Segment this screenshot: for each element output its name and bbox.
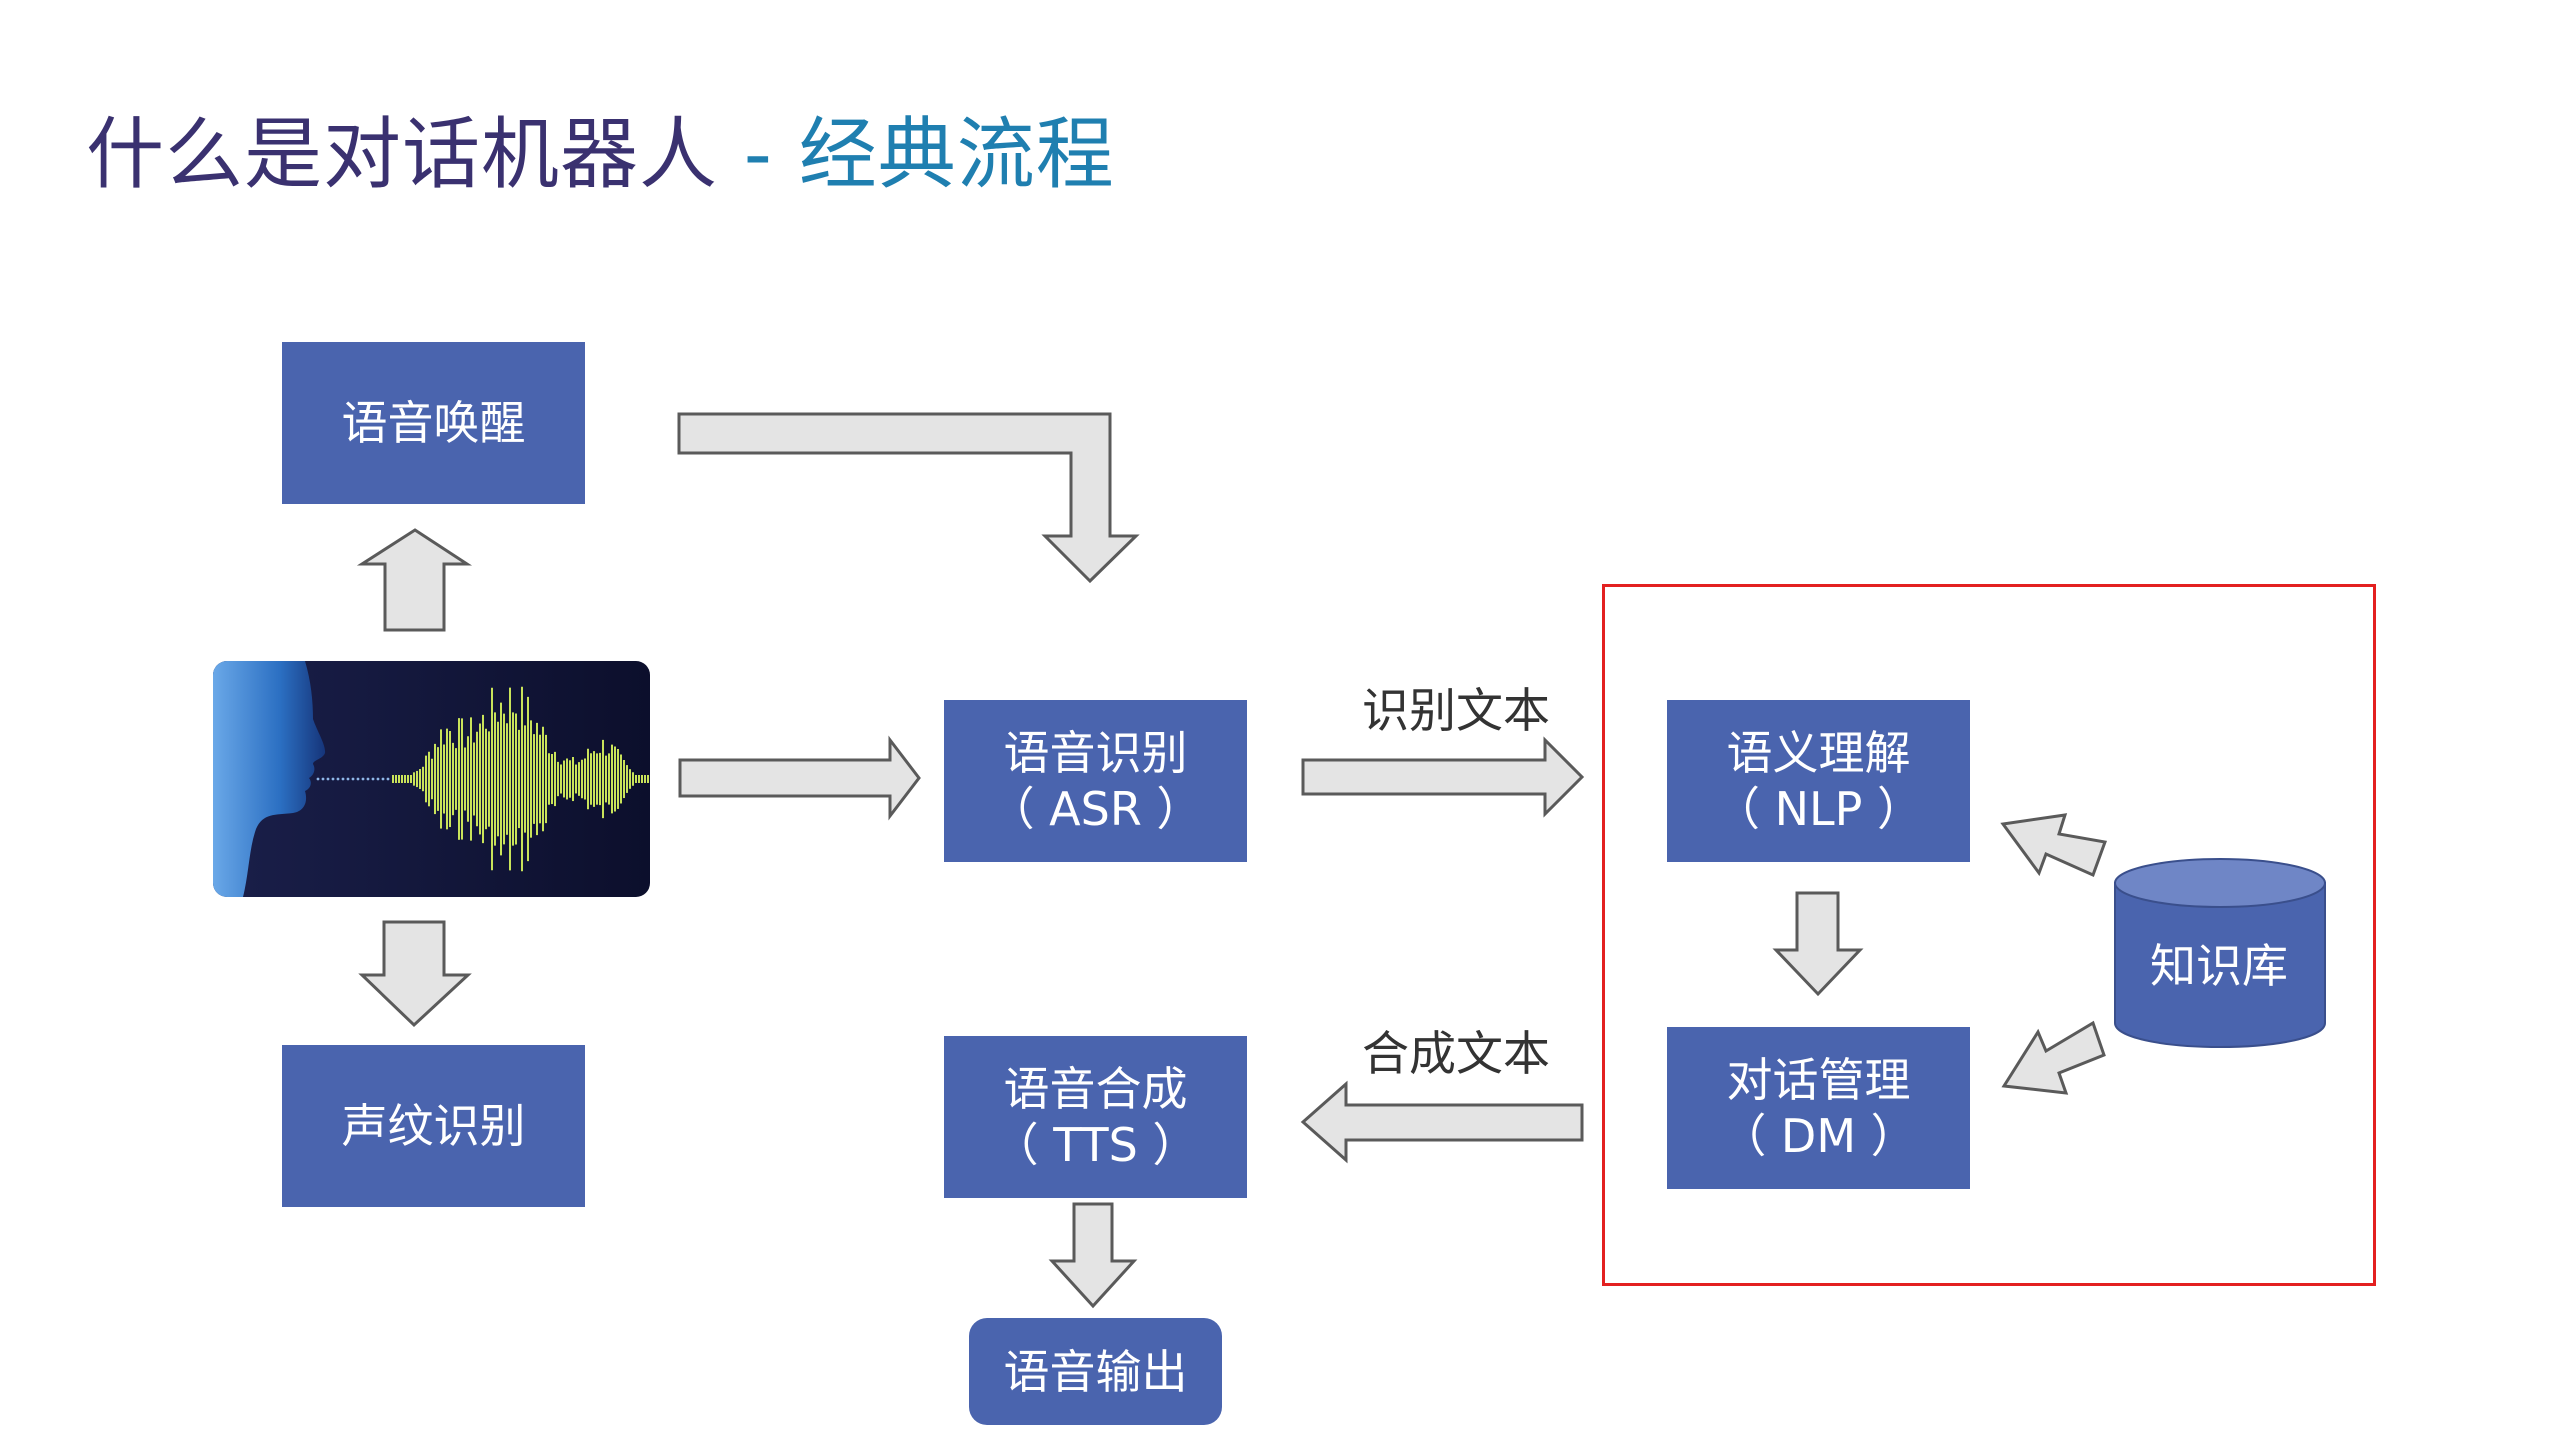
node-output[interactable]: 语音输出 — [969, 1318, 1222, 1425]
database-icon — [2114, 882, 2326, 1049]
node-nlp[interactable]: 语义理解 （ NLP ） — [1667, 700, 1970, 862]
arrow-image-to-asr — [678, 735, 921, 821]
node-tts-label: 语音合成 — [1003, 1062, 1188, 1116]
voice-waveform-image — [213, 661, 650, 897]
node-knowledge-base-label: 知识库 — [2150, 939, 2288, 993]
voice-waveform-graphic — [213, 661, 650, 897]
page-title-main: 什么是对话机器人 — [86, 110, 719, 200]
edge-label-dm-to-tts: 合成文本 — [1362, 1027, 1550, 1082]
highlight-frame — [1602, 584, 2376, 1286]
node-output-label: 语音输出 — [1003, 1344, 1188, 1399]
page-title-sub: 经典流程 — [798, 110, 1115, 200]
node-voiceprint-label: 声纹识别 — [341, 1099, 526, 1153]
node-asr[interactable]: 语音识别 （ ASR ） — [944, 700, 1247, 862]
arrow-dm-to-tts — [1300, 1080, 1584, 1164]
node-asr-label: 语音识别 — [1003, 726, 1188, 780]
edge-label-asr-to-nlp: 识别文本 — [1362, 684, 1550, 739]
node-wake[interactable]: 语音唤醒 — [282, 342, 585, 504]
node-dm[interactable]: 对话管理 （ DM ） — [1667, 1027, 1970, 1189]
node-nlp-label: 语义理解 — [1726, 726, 1911, 780]
page-title: 什么是对话机器人 - 经典流程 — [86, 92, 1115, 204]
node-knowledge-base[interactable] — [2113, 855, 2328, 1050]
node-tts[interactable]: 语音合成 （ TTS ） — [944, 1036, 1247, 1198]
arrow-nlp-to-dm — [1772, 891, 1864, 997]
node-tts-abbr: （ TTS ） — [992, 1118, 1199, 1172]
arrow-asr-to-nlp — [1301, 736, 1585, 818]
node-dm-abbr: （ DM ） — [1720, 1109, 1917, 1163]
arrow-kb-to-dm — [2001, 1020, 2106, 1095]
arrow-down-to-voiceprint — [358, 920, 472, 1028]
node-voiceprint[interactable]: 声纹识别 — [282, 1045, 585, 1207]
arrow-tts-to-output — [1048, 1202, 1138, 1309]
node-asr-abbr: （ ASR ） — [988, 782, 1203, 836]
arrow-kb-to-nlp — [2000, 813, 2108, 878]
node-wake-label: 语音唤醒 — [341, 396, 526, 450]
node-nlp-abbr: （ NLP ） — [1713, 782, 1924, 836]
page-title-separator: - — [718, 110, 799, 200]
head-silhouette-icon — [213, 661, 326, 897]
arrow-wake-to-asr — [677, 412, 1140, 584]
node-dm-label: 对话管理 — [1726, 1053, 1911, 1107]
arrow-up-to-wake-shape — [356, 528, 473, 632]
